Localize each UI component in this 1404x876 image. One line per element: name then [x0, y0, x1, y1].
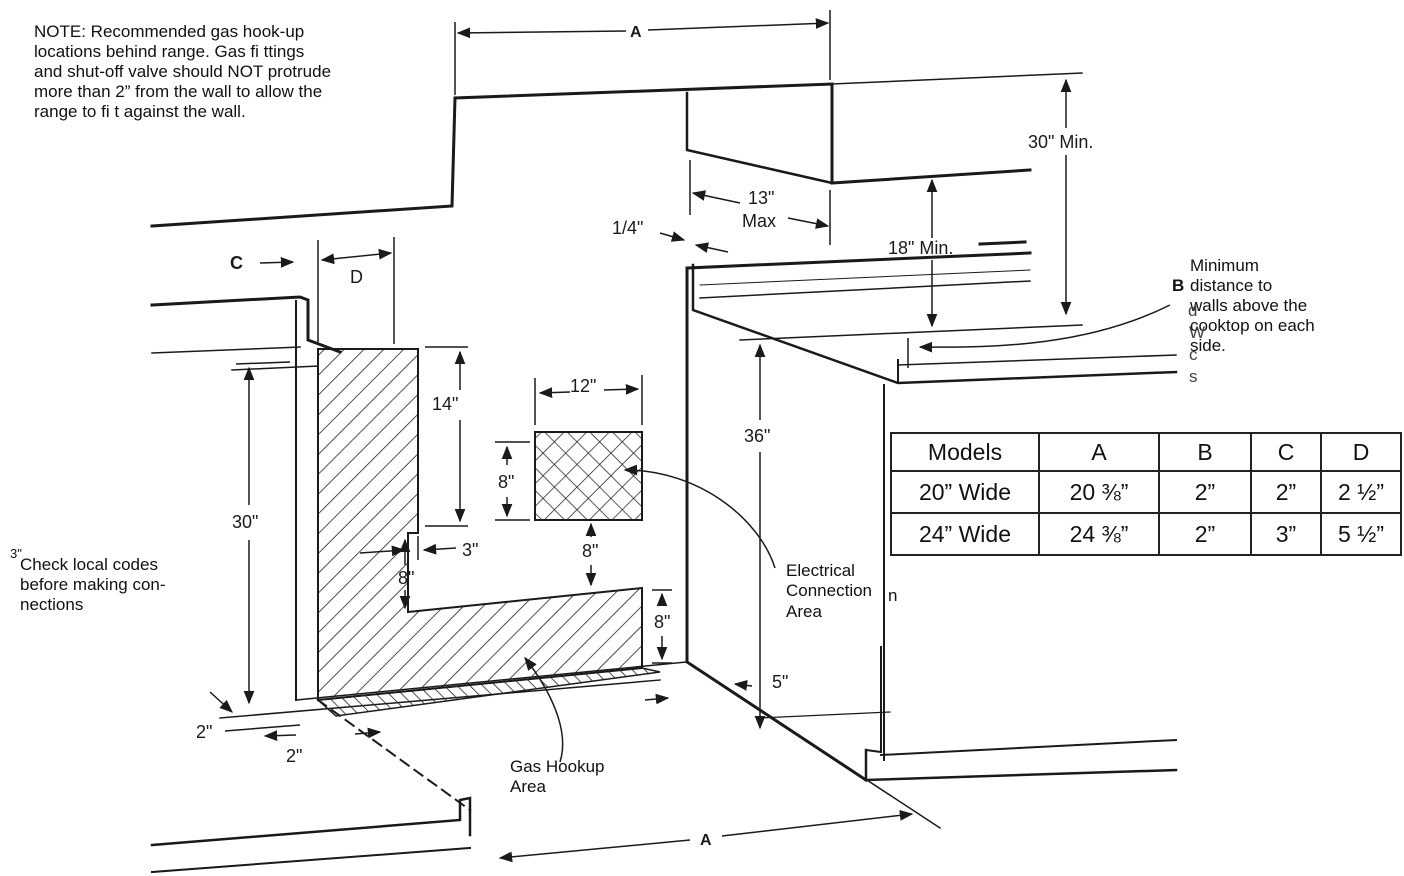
stray-letter: c	[1189, 345, 1198, 364]
min-note-line: walls above the	[1189, 296, 1307, 315]
dim-3: 3"	[462, 540, 478, 560]
electrical-area-label: Connection	[786, 581, 872, 600]
dimension-lines	[209, 10, 1171, 863]
dim-18-min: 18" Min.	[888, 238, 953, 258]
dim-30-min: 30" Min.	[1028, 132, 1093, 152]
dim-2-b: 2"	[286, 746, 302, 766]
electrical-area-stray: n	[888, 586, 897, 605]
dim-36: 36"	[744, 426, 770, 446]
note-line: and shut-off valve should NOT protrude	[34, 62, 331, 81]
table-cell: 20 ⅜”	[1038, 470, 1160, 514]
min-note-line: side.	[1190, 336, 1226, 355]
note-line: more than 2” from the wall to allow the	[34, 82, 322, 101]
gas-area-label: Area	[510, 777, 546, 796]
dim-12: 12"	[570, 376, 596, 396]
table-cell: 5 ½”	[1320, 512, 1402, 556]
dim-5: 5"	[772, 672, 788, 692]
table-cell: 2 ½”	[1320, 470, 1402, 514]
table-cell: 2”	[1158, 512, 1252, 556]
dim-8-left: 8"	[398, 568, 414, 588]
electrical-connection-area-shape	[534, 431, 643, 521]
check-note-line: nections	[20, 595, 83, 614]
min-note-line: distance to	[1190, 276, 1272, 295]
dim-d: D	[350, 267, 363, 287]
area-labels: Electrical Connection n Area Gas Hookup …	[510, 561, 897, 796]
stray-letter: s	[1189, 367, 1198, 386]
table-header: A	[1038, 432, 1160, 472]
min-note-line: cooktop on each	[1190, 316, 1315, 335]
dim-13-max: Max	[742, 211, 776, 231]
min-distance-note: Minimum distance to walls above the cook…	[1172, 256, 1315, 386]
check-codes-note: 3" Check local codes before making con- …	[10, 546, 166, 614]
dim-8-elec: 8"	[498, 472, 514, 492]
table-row: 20” Wide 20 ⅜” 2” 2” 2 ½”	[890, 470, 1402, 514]
dim-c: C	[230, 253, 243, 273]
dim-quarter: 1/4"	[612, 218, 643, 238]
dim-8-mid: 8"	[582, 541, 598, 561]
models-dimension-table: Models A B C D 20” Wide 20 ⅜” 2” 2” 2 ½”…	[890, 432, 1402, 556]
table-cell: 2”	[1250, 470, 1322, 514]
dim-a-bottom: A	[700, 832, 712, 849]
check-note-marker: 3"	[10, 546, 22, 561]
table-header: Models	[890, 432, 1040, 472]
dim-30: 30"	[232, 512, 258, 532]
stray-letter: d	[1188, 301, 1197, 320]
table-cell: 20” Wide	[890, 470, 1040, 514]
dim-14: 14"	[432, 394, 458, 414]
gas-area-label: Gas Hookup	[510, 757, 605, 776]
table-header: C	[1250, 432, 1322, 472]
check-note-line: Check local codes	[20, 555, 158, 574]
dim-8-right: 8"	[654, 612, 670, 632]
table-cell: 24” Wide	[890, 512, 1040, 556]
b-label: B	[1172, 276, 1184, 295]
dim-2-a: 2"	[196, 722, 212, 742]
electrical-area-label: Area	[786, 602, 822, 621]
table-header: D	[1320, 432, 1402, 472]
note-line: locations behind range. Gas fi ttings	[34, 42, 304, 61]
dimension-labels: A A C D 30" Min. 13" Max 1/4" 18" Min. 1…	[196, 24, 1093, 849]
table-row: 24” Wide 24 ⅜” 2” 3” 5 ½”	[890, 512, 1402, 556]
dim-13: 13"	[748, 188, 774, 208]
check-note-line: before making con-	[20, 575, 166, 594]
table-header-row: Models A B C D	[890, 432, 1402, 472]
note-line: NOTE: Recommended gas hook-up	[34, 22, 304, 41]
table-cell: 24 ⅜”	[1038, 512, 1160, 556]
dim-a-top: A	[630, 24, 642, 41]
stray-letter: W	[1189, 323, 1205, 342]
min-note-line: Minimum	[1190, 256, 1259, 275]
electrical-area-label: Electrical	[786, 561, 855, 580]
table-cell: 3”	[1250, 512, 1322, 556]
note-text: NOTE: Recommended gas hook-up locations …	[34, 22, 331, 121]
table-cell: 2”	[1158, 470, 1252, 514]
note-line: range to fi t against the wall.	[34, 102, 246, 121]
gas-hookup-area-shape	[316, 348, 661, 717]
table-header: B	[1158, 432, 1252, 472]
